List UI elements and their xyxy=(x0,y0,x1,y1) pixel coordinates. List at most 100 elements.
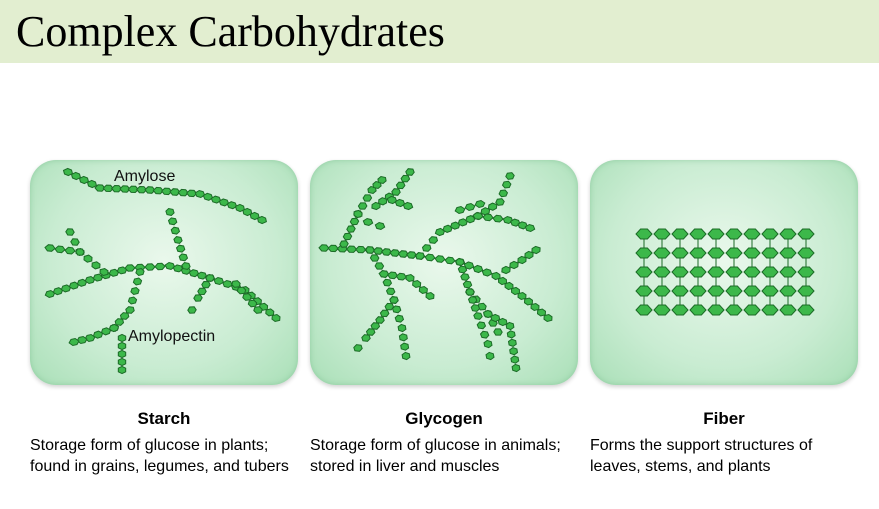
glucose-unit xyxy=(797,304,815,316)
glucose-unit xyxy=(467,296,478,304)
glucose-unit xyxy=(117,341,127,351)
glucose-unit xyxy=(92,330,104,339)
glucose-unit xyxy=(187,306,197,314)
glucose-unit xyxy=(425,291,435,301)
glucose-unit xyxy=(231,280,241,288)
glucose-unit xyxy=(91,261,101,270)
glucose-unit xyxy=(653,285,671,297)
glucose-unit xyxy=(44,244,56,252)
glucose-unit xyxy=(479,330,490,339)
glucose-unit xyxy=(487,202,498,211)
glucose-unit xyxy=(164,261,176,271)
glucose-unit xyxy=(406,251,418,259)
glucose-unit xyxy=(725,247,743,259)
glucose-unit xyxy=(378,270,390,278)
glucose-unit xyxy=(509,260,519,270)
glucose-unit xyxy=(111,184,123,193)
glucose-unit xyxy=(102,184,114,193)
glucose-unit xyxy=(491,271,501,281)
glucose-unit xyxy=(501,180,512,189)
glucose-unit xyxy=(465,215,476,224)
glucose-unit xyxy=(86,179,98,189)
glucose-unit xyxy=(346,225,356,233)
glucose-unit xyxy=(490,313,501,323)
glucose-unit xyxy=(779,266,797,278)
glucose-unit xyxy=(205,274,215,282)
glucose-unit xyxy=(161,187,173,196)
glucose-unit xyxy=(524,250,534,260)
glucose-unit xyxy=(492,214,504,223)
glucose-unit xyxy=(136,185,148,194)
glucose-unit xyxy=(76,335,88,345)
glucose-unit xyxy=(236,286,247,295)
glucose-unit xyxy=(52,287,64,296)
glucose-unit xyxy=(355,245,367,254)
glucose-unit xyxy=(779,247,797,259)
glucose-unit xyxy=(510,355,520,364)
glucose-unit xyxy=(247,299,258,308)
glucose-unit xyxy=(506,330,516,339)
glucose-unit xyxy=(635,247,653,259)
glucose-unit xyxy=(92,273,104,282)
glucose-unit xyxy=(743,228,761,240)
glucose-unit xyxy=(412,279,422,289)
glucose-unit xyxy=(424,253,436,262)
glucose-unit xyxy=(635,228,653,240)
glucose-unit xyxy=(464,202,476,212)
glucose-unit xyxy=(226,201,238,210)
glucose-unit xyxy=(395,272,407,281)
amylopectin-label: Amylopectin xyxy=(128,328,216,345)
glucose-unit xyxy=(707,304,725,316)
glucose-unit xyxy=(100,327,112,336)
glucose-unit xyxy=(797,247,815,259)
glucose-unit xyxy=(382,278,393,287)
glucose-unit xyxy=(707,247,725,259)
glucose-unit xyxy=(689,266,707,278)
glucose-unit xyxy=(127,185,139,194)
glucose-unit xyxy=(172,264,184,273)
glucose-unit xyxy=(235,203,245,213)
glucose-unit xyxy=(124,264,136,272)
glucose-unit xyxy=(689,304,707,316)
glucose-unit xyxy=(99,267,109,277)
glucose-unit xyxy=(196,271,208,280)
glucose-unit xyxy=(444,256,456,265)
glucose-unit xyxy=(349,217,360,226)
glucose-unit xyxy=(449,221,461,230)
glucose-unit xyxy=(455,258,465,266)
fiber-description: Forms the support structures of leaves, … xyxy=(590,437,813,475)
glucose-unit xyxy=(779,304,797,316)
glucose-unit xyxy=(265,308,275,317)
glucose-unit xyxy=(483,339,493,349)
amylose-label: Amylose xyxy=(114,168,176,185)
glucose-unit xyxy=(387,271,399,280)
glucose-unit xyxy=(65,228,75,236)
glucose-unit xyxy=(671,285,689,297)
glucose-unit xyxy=(132,277,143,286)
glucose-unit xyxy=(62,167,74,177)
glucose-unit xyxy=(473,312,483,320)
glucose-unit xyxy=(257,215,267,225)
glucose-unit xyxy=(434,227,446,237)
glucose-unit xyxy=(635,304,653,316)
glucose-unit xyxy=(177,188,189,197)
glucose-unit xyxy=(671,247,689,259)
glucose-unit xyxy=(434,255,446,263)
glucose-unit xyxy=(398,333,408,342)
glucose-unit xyxy=(365,328,376,336)
glucose-unit xyxy=(761,304,779,316)
glucose-unit xyxy=(173,236,183,244)
glucose-unit xyxy=(481,268,493,277)
glucose-unit xyxy=(144,263,156,271)
glucose-unit xyxy=(400,174,411,183)
glucose-unit xyxy=(497,276,508,286)
glucose-unit xyxy=(84,275,96,285)
glucose-unit xyxy=(635,266,653,278)
glucose-unit xyxy=(405,273,415,283)
glucose-unit xyxy=(462,280,473,289)
glucose-unit xyxy=(371,201,381,211)
glucose-unit xyxy=(498,189,509,198)
glucose-unit xyxy=(689,247,707,259)
glucose-unit xyxy=(761,266,779,278)
glucose-unit xyxy=(339,240,349,248)
